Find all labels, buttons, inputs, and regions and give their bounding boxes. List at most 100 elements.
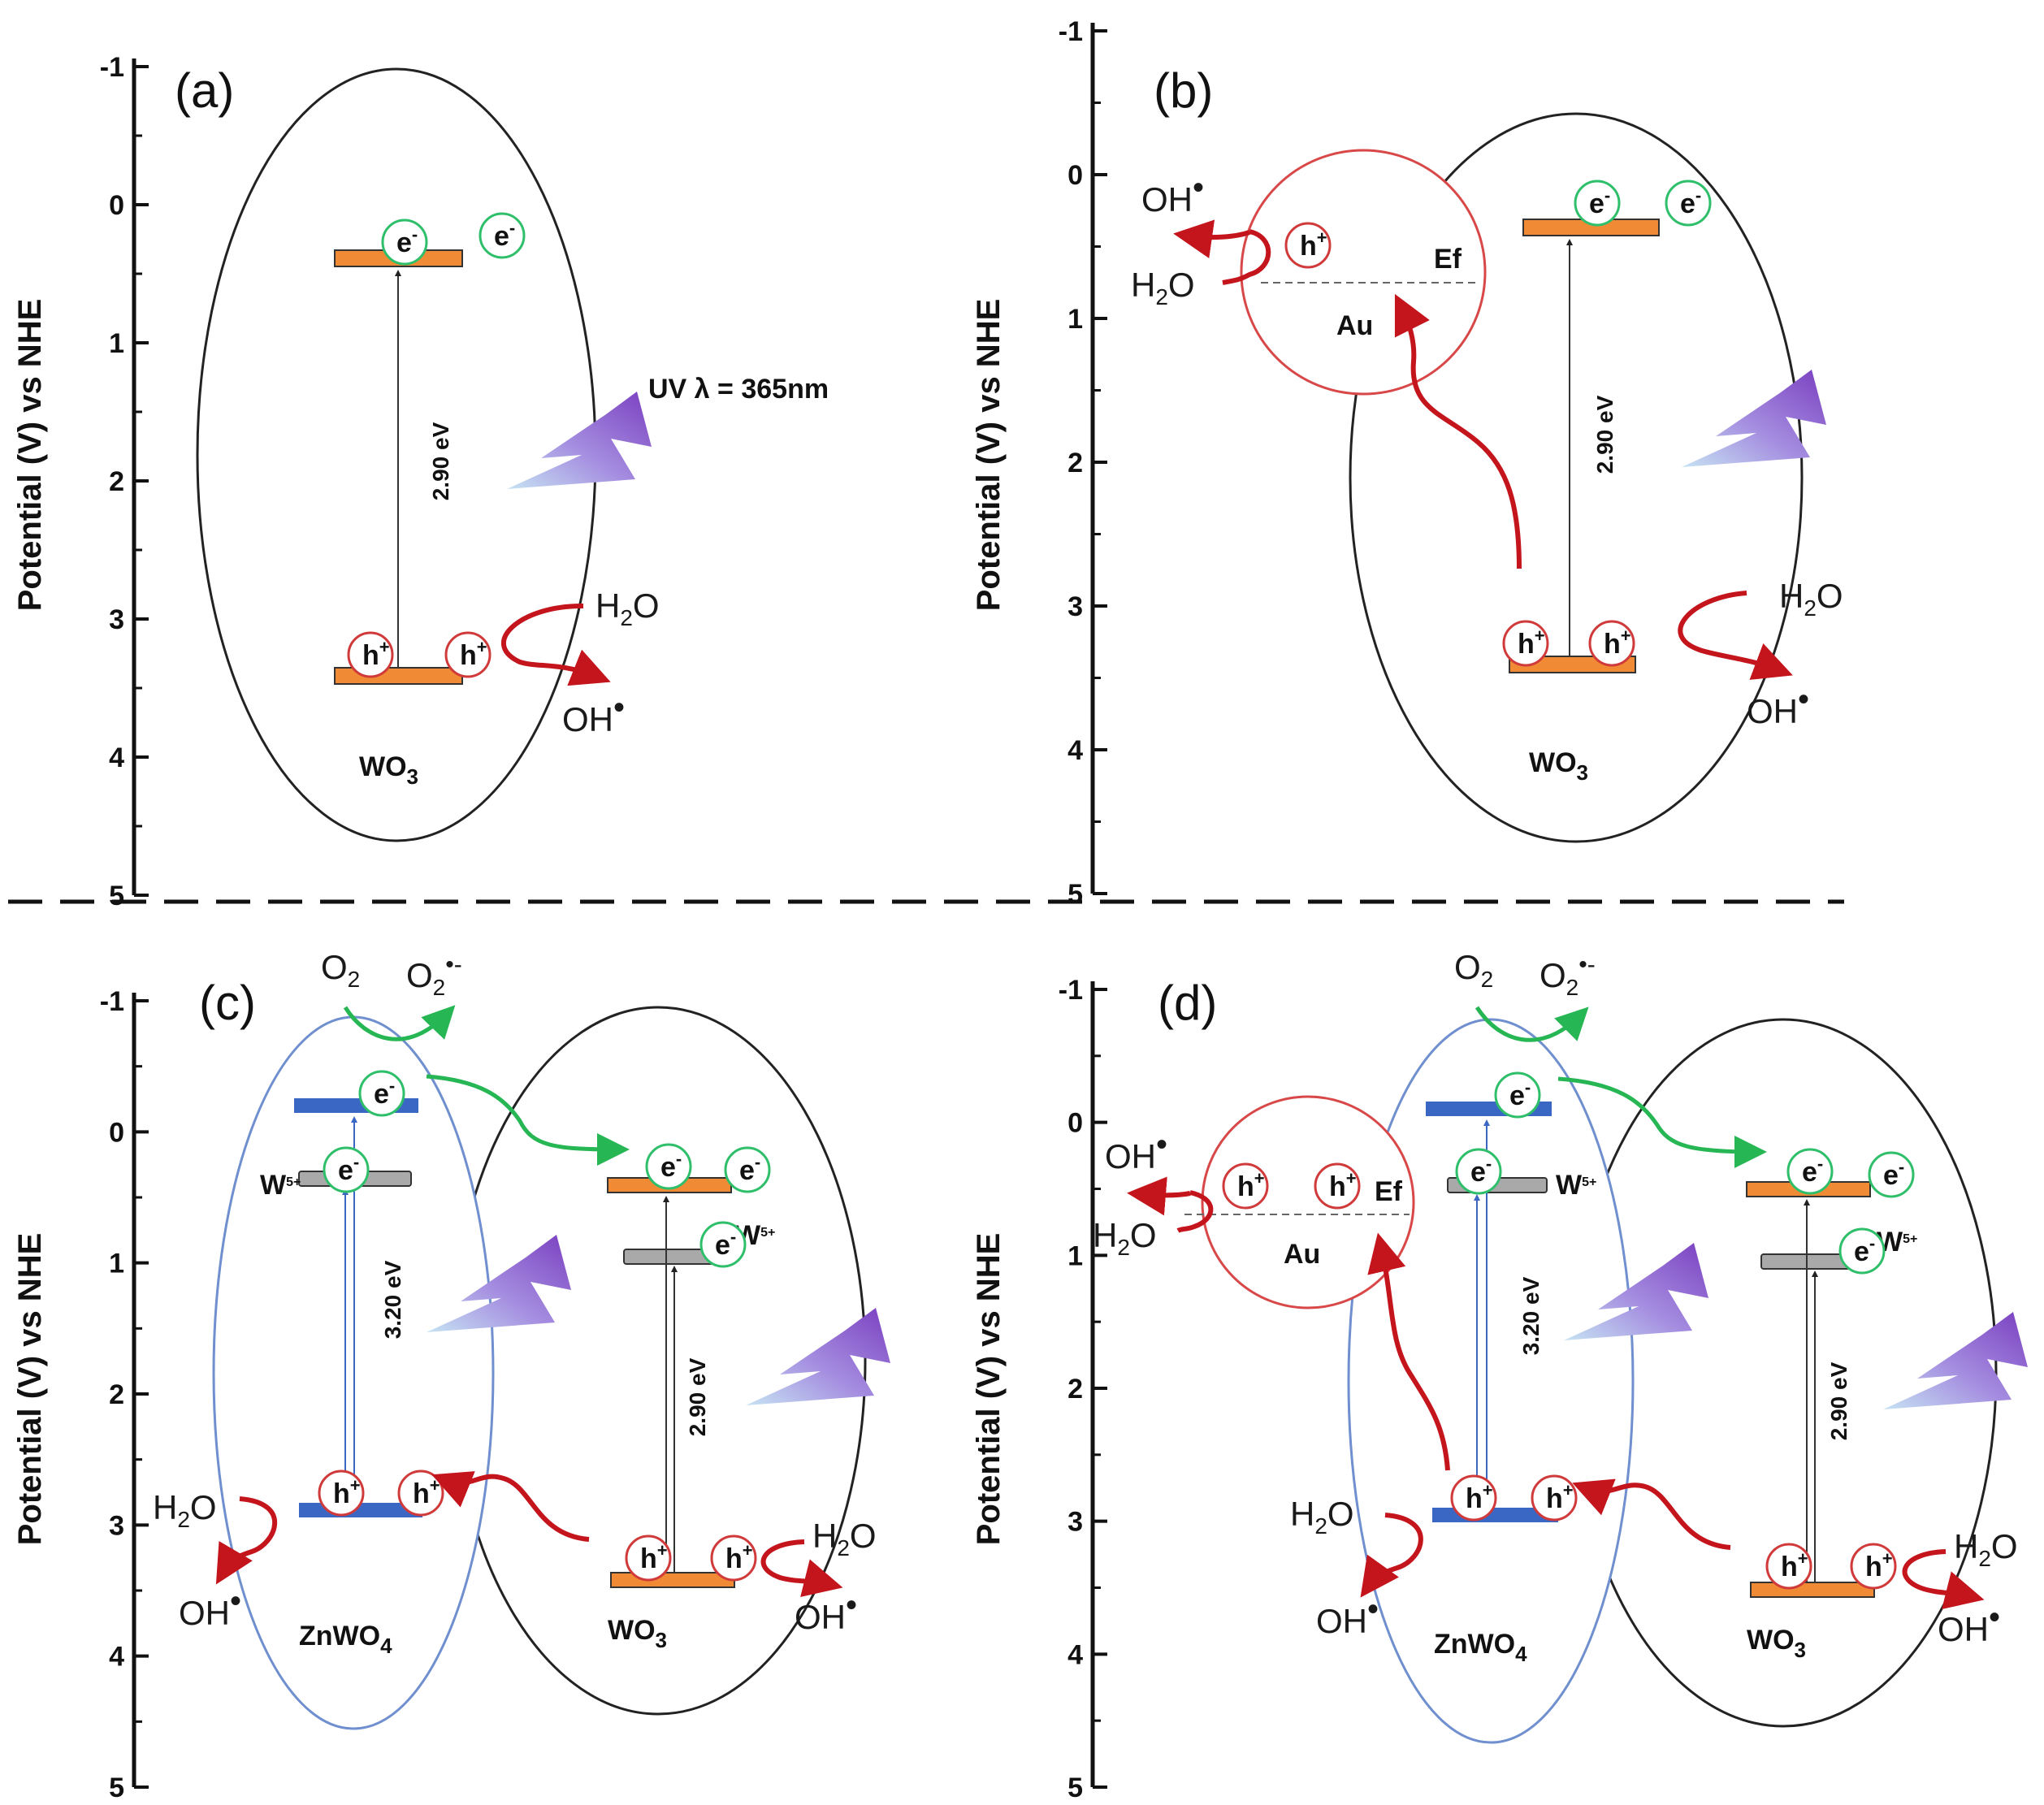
tick-label: 5 — [109, 1773, 124, 1803]
hole-icon: h+ — [710, 1534, 757, 1582]
curved-arrow-icon — [343, 1005, 456, 1041]
panel-d: (d) Ef Au h+ h+ OH• H2O 3.20 eV W5+ e- e… — [1093, 948, 2028, 1744]
tick-label: 4 — [109, 1642, 124, 1673]
material-label: WO3 — [1529, 747, 1588, 785]
electron-icon: e- — [323, 1146, 370, 1193]
curved-arrow-icon — [1394, 293, 1522, 569]
hole-icon: h+ — [444, 631, 492, 678]
tick-label: 5 — [1067, 879, 1083, 910]
carrier-symbol: e- — [338, 1152, 359, 1186]
water-label: H2O — [1954, 1527, 2018, 1571]
tick-label: 4 — [109, 742, 124, 773]
hydroxyl-label: OH• — [1747, 682, 1809, 730]
carrier-circle — [318, 1470, 365, 1517]
carrier-symbol: h+ — [362, 637, 390, 671]
tick-label: 5 — [1067, 1773, 1083, 1803]
carrier-circle — [1284, 222, 1332, 269]
lightning-bolt-icon — [1883, 1312, 2028, 1409]
carrier-symbol: h+ — [1237, 1168, 1265, 1202]
tick-label: 3 — [109, 604, 124, 635]
carrier-circle — [1455, 1148, 1502, 1195]
carrier-symbol: h+ — [1466, 1480, 1493, 1514]
curved-arrow-icon — [1572, 1478, 1731, 1550]
bandgap-label: 2.90 eV — [1826, 1361, 1851, 1440]
water-label: H2O — [1093, 1216, 1157, 1260]
light-source-label: UV λ = 365nm — [648, 374, 829, 405]
tick-label: -1 — [1059, 16, 1083, 47]
tick-label: 2 — [1067, 1374, 1083, 1405]
hole-icon: h+ — [318, 1470, 365, 1517]
water-label: H2O — [1290, 1495, 1354, 1539]
carrier-symbol: h+ — [1329, 1168, 1357, 1202]
material-label: ZnWO4 — [299, 1621, 392, 1658]
lightning-bolt-icon — [1564, 1243, 1708, 1340]
tick-label: 0 — [1067, 1108, 1083, 1139]
carrier-symbol: h+ — [460, 637, 487, 671]
bolt-shape — [507, 392, 652, 489]
hydroxyl-label: OH• — [1938, 1599, 2000, 1648]
hydroxyl-label: OH• — [1316, 1591, 1379, 1640]
hole-icon: h+ — [347, 631, 394, 678]
lightning-bolt-icon — [1682, 370, 1826, 467]
oxygen-label: O2 — [321, 948, 360, 992]
tick-label: -1 — [1059, 975, 1083, 1006]
tick-label: 3 — [109, 1510, 124, 1541]
carrier-circle — [479, 212, 526, 259]
curved-arrow-icon — [1127, 1176, 1191, 1216]
hole-icon: h+ — [1284, 222, 1332, 269]
electron-icon: e- — [724, 1146, 771, 1193]
tick-label: -1 — [100, 52, 124, 83]
tick-label: 1 — [1067, 304, 1083, 335]
carrier-circle — [1850, 1543, 1897, 1590]
carrier-circle — [323, 1146, 370, 1193]
tick-label: 5 — [109, 881, 124, 911]
carrier-circle — [358, 1070, 405, 1117]
znwo4-ellipse — [1347, 1018, 1635, 1744]
carrier-symbol: e- — [1854, 1233, 1875, 1267]
hydroxyl-label: OH• — [795, 1587, 857, 1636]
bolt-shape — [746, 1308, 890, 1405]
carrier-circle — [1665, 180, 1712, 227]
carrier-circle — [1450, 1474, 1497, 1521]
electron-icon: e- — [381, 219, 428, 266]
lightning-bolt-icon — [427, 1235, 571, 1332]
carrier-symbol: h+ — [1865, 1548, 1893, 1582]
y-axis-label: Potential (V) vs NHE — [971, 299, 1007, 612]
carrier-circle — [710, 1534, 757, 1582]
carrier-circle — [381, 219, 428, 266]
curved-arrow-icon — [1360, 1513, 1423, 1598]
bolt-shape — [1883, 1312, 2028, 1409]
hole-icon: h+ — [625, 1534, 672, 1582]
electron-icon: e- — [645, 1143, 692, 1190]
water-label: H2O — [595, 587, 660, 630]
panel-label: (c) — [199, 976, 256, 1030]
hole-icon: h+ — [1450, 1474, 1497, 1521]
bolt-shape — [427, 1235, 571, 1332]
curved-arrow-icon — [1367, 1232, 1450, 1471]
wo3-ellipse — [1349, 112, 1804, 843]
hole-icon: h+ — [1588, 620, 1635, 667]
fermi-label: Ef — [1434, 244, 1462, 275]
carrier-symbol: e- — [1883, 1157, 1904, 1191]
carrier-circle — [1494, 1071, 1541, 1119]
panel-a: (a) 2.90 eV e- e- h+ h+ H2O OH• UV λ = 3… — [175, 63, 829, 842]
tick-label: 0 — [109, 190, 124, 221]
carrier-circle — [699, 1221, 747, 1268]
y-axis-label: Potential (V) vs NHE — [971, 1233, 1007, 1546]
carrier-circle — [1574, 180, 1621, 227]
carrier-circle — [1838, 1227, 1886, 1275]
material-label: WO3 — [359, 751, 418, 789]
carrier-symbol: e- — [715, 1227, 736, 1261]
curved-arrow-icon — [1475, 1006, 1589, 1042]
lightning-bolt-icon — [746, 1308, 890, 1405]
electron-icon: e- — [1455, 1148, 1502, 1195]
water-label: H2O — [1131, 266, 1195, 309]
electron-icon: e- — [1665, 180, 1712, 227]
carrier-symbol: h+ — [1518, 625, 1545, 660]
hole-icon: h+ — [397, 1470, 444, 1517]
water-label: H2O — [153, 1488, 217, 1532]
metal-label: Au — [1284, 1239, 1320, 1270]
panel-label: (b) — [1154, 63, 1213, 118]
electron-icon: e- — [1574, 180, 1621, 227]
